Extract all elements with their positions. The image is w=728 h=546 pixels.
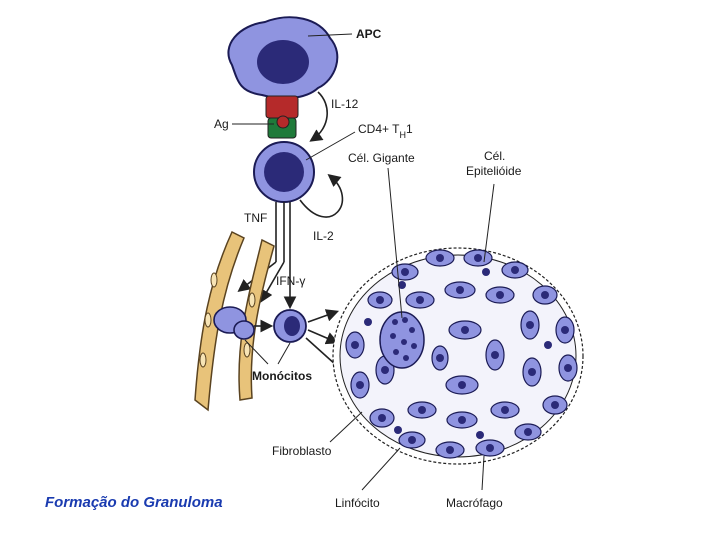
il2-label: IL-2: [313, 229, 334, 243]
cel-epitelioide-label-2: Epitelióide: [466, 164, 522, 178]
cel-gigante-label: Cél. Gigante: [348, 151, 415, 165]
mhc-receptor-complex: [265, 95, 299, 139]
cd4-label: CD4+ TH1: [358, 122, 413, 140]
giant-cell: [379, 311, 425, 369]
ag-label: Ag: [214, 117, 229, 131]
linfocito-label: Linfócito: [335, 496, 380, 510]
il12-label: IL-12: [331, 97, 359, 111]
granuloma: [332, 247, 584, 465]
tnf-label: TNF: [244, 211, 267, 225]
monocyte-in-vessel: [213, 306, 255, 340]
fibroblasto-label: Fibroblasto: [272, 444, 332, 458]
figure-caption: Formação do Granuloma: [45, 494, 223, 511]
ifn-gamma-label: IFN-γ: [276, 274, 305, 288]
cel-epitelioide-label-1: Cél.: [484, 149, 505, 163]
apc-cell: [227, 16, 339, 100]
monocitos-label: Monócitos: [252, 369, 312, 383]
blood-vessel: [194, 230, 275, 412]
macrofago-label: Macrófago: [446, 496, 503, 510]
monocyte-cell: [273, 309, 307, 343]
apc-label: APC: [356, 27, 382, 41]
cd4-th1-cell: [253, 141, 315, 203]
